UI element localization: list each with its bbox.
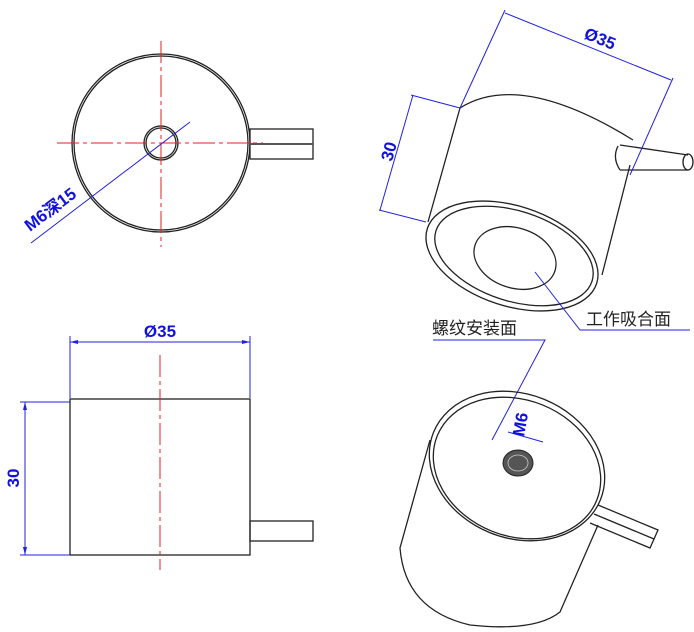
ext-line bbox=[378, 209, 427, 223]
iso-bottom-view: Ø35 30 工作吸合面 bbox=[378, 9, 694, 331]
height-label: 30 bbox=[378, 140, 401, 163]
front-view: Ø35 30 bbox=[4, 322, 314, 570]
thread-leader bbox=[30, 121, 191, 244]
diameter-label: Ø35 bbox=[582, 24, 619, 54]
lead-wire bbox=[249, 520, 314, 542]
threaded-hole bbox=[502, 449, 534, 477]
face-leader bbox=[534, 271, 690, 331]
height-label: 30 bbox=[4, 469, 23, 488]
thread-lines bbox=[507, 454, 529, 472]
ext-line bbox=[410, 94, 461, 109]
body-sides bbox=[399, 439, 599, 628]
mount-leader bbox=[433, 339, 546, 441]
lead-end bbox=[682, 153, 694, 171]
center-hole bbox=[473, 226, 557, 290]
top-view: M6深15 bbox=[20, 41, 314, 247]
mount-face-label: 螺纹安装面 bbox=[432, 319, 517, 339]
side-right bbox=[601, 164, 631, 276]
face-rim bbox=[434, 205, 594, 307]
face-label: 工作吸合面 bbox=[586, 310, 671, 330]
back-edge bbox=[459, 93, 634, 141]
diameter-dim-line bbox=[504, 12, 672, 81]
m6-label: M6 bbox=[509, 411, 532, 438]
height-dim-line bbox=[379, 94, 414, 211]
side-left bbox=[427, 107, 461, 223]
face-outer bbox=[425, 200, 599, 312]
ext-line bbox=[629, 77, 674, 176]
lead-wire bbox=[589, 504, 659, 549]
diameter-label: Ø35 bbox=[144, 322, 176, 341]
ext-line bbox=[459, 9, 506, 109]
lead-wire bbox=[614, 144, 689, 171]
m6-dim-line bbox=[507, 431, 544, 443]
thread-note: M6深15 bbox=[20, 183, 80, 235]
top-face-rim bbox=[432, 396, 602, 540]
iso-top-view: 螺纹安装面 M6 bbox=[399, 319, 659, 628]
top-face bbox=[428, 390, 606, 542]
